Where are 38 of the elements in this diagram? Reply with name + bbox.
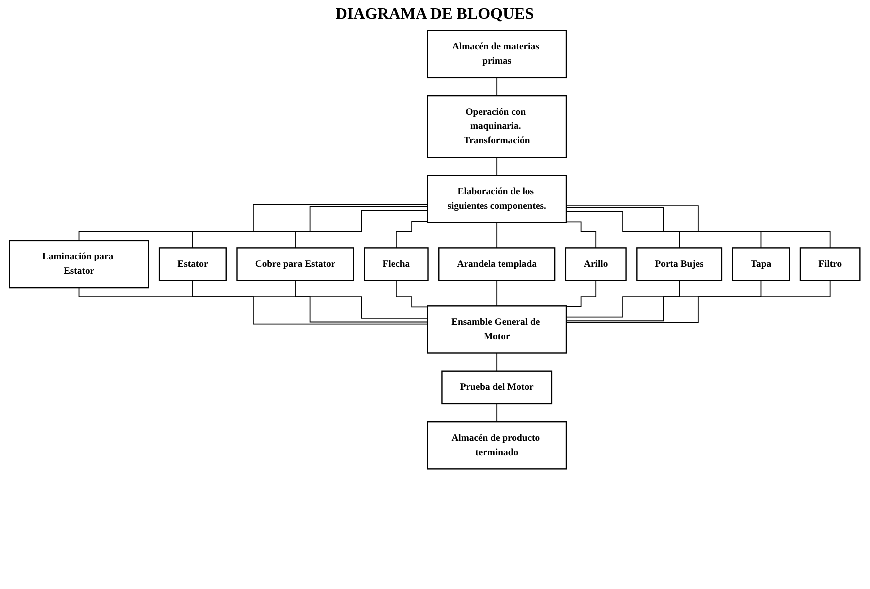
node-box: Tapa — [732, 248, 790, 282]
node-box: Almacén de materias primas — [427, 30, 568, 79]
connector — [78, 204, 428, 242]
node-box: Elaboración de los siguientes componentes. — [427, 175, 568, 224]
connector — [566, 280, 597, 308]
connector — [78, 288, 428, 325]
connector — [496, 404, 498, 423]
node-box: Ensamble General de Motor — [427, 306, 568, 354]
connector — [566, 222, 597, 249]
connector — [496, 222, 498, 249]
node-box: Laminación para Estator — [9, 240, 150, 289]
node-box: Porta Bujes — [636, 248, 723, 282]
connector — [566, 280, 831, 324]
node-box: Arandela templada — [438, 248, 556, 282]
connector — [566, 211, 680, 249]
node-box: Operación con maquinaria. Transformación — [427, 95, 568, 158]
connector — [295, 280, 428, 319]
connector — [566, 207, 762, 249]
diagram-title: DIAGRAMA DE BLOQUES — [334, 6, 536, 24]
connector — [496, 157, 498, 176]
node-box: Almacén de producto terminado — [427, 421, 568, 470]
connector — [496, 352, 498, 372]
node-box: Filtro — [800, 248, 861, 282]
connector — [566, 206, 831, 249]
connector — [192, 206, 428, 249]
connector — [566, 280, 762, 322]
node-box: Estator — [158, 248, 227, 282]
connector — [192, 280, 428, 323]
connector — [396, 280, 428, 308]
node-box: Flecha — [364, 248, 429, 282]
connector — [396, 221, 428, 249]
connector — [496, 77, 498, 96]
node-box: Arillo — [565, 248, 627, 282]
node-box: Cobre para Estator — [236, 248, 354, 282]
node-box: Prueba del Motor — [442, 370, 553, 405]
connector — [496, 280, 498, 307]
connector — [566, 280, 680, 318]
connector — [295, 210, 428, 249]
